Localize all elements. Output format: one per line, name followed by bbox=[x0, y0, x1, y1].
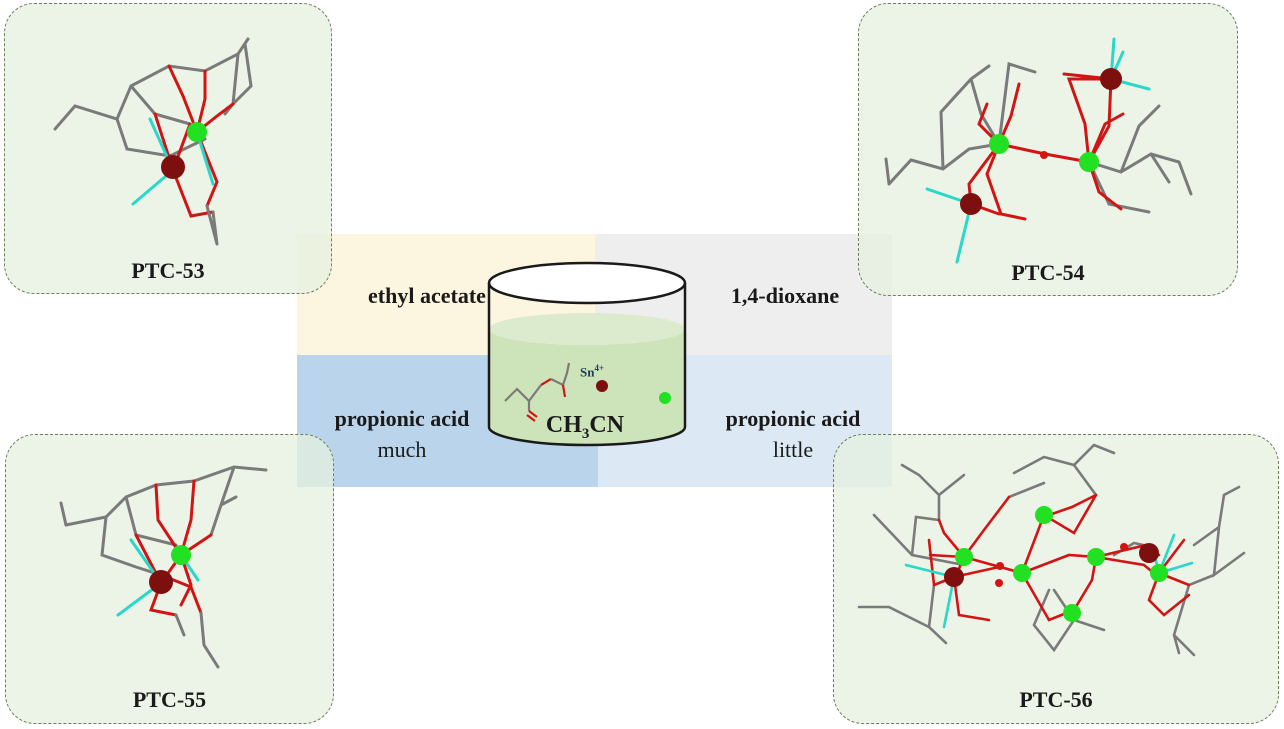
ptc-55-structure-icon bbox=[59, 465, 268, 669]
solution-fill bbox=[489, 329, 685, 445]
ptc-53-panel: PTC-53 bbox=[4, 3, 332, 294]
solvent-label: CH3CN bbox=[545, 412, 625, 442]
ethyl-acetate-label: ethyl acetate bbox=[368, 283, 486, 308]
ptc-56-panel: PTC-56 bbox=[833, 434, 1279, 724]
sn-ion-icon bbox=[596, 380, 608, 392]
sn-ion-label: Sn4+ bbox=[580, 363, 605, 380]
beaker-rim bbox=[487, 261, 687, 305]
beaker-wall bbox=[487, 283, 687, 447]
ptc-56-label: PTC-56 bbox=[1019, 687, 1093, 712]
ptc-55-label: PTC-55 bbox=[132, 687, 207, 712]
ti-ion-icon bbox=[659, 392, 671, 404]
ptc-56-structure-icon bbox=[857, 443, 1246, 657]
ptc-53-structure-icon bbox=[53, 37, 253, 246]
ptc-54-panel: PTC-54 bbox=[858, 3, 1238, 296]
much-label: much bbox=[377, 437, 427, 462]
dioxane-label: 1,4-dioxane bbox=[730, 283, 840, 308]
ptc-54-label: PTC-54 bbox=[1011, 260, 1085, 285]
ptc-54-structure-icon bbox=[884, 37, 1193, 264]
ptc-53-label: PTC-53 bbox=[131, 258, 205, 283]
propionic-acid-little-label: propionic acid bbox=[725, 406, 861, 431]
propionic-acid-much-label: propionic acid bbox=[334, 406, 470, 431]
beaker-icon bbox=[487, 261, 687, 447]
propionic-acid-molecule-icon bbox=[504, 362, 571, 422]
ptc-55-panel: PTC-55 bbox=[5, 434, 334, 724]
solution-surface bbox=[489, 313, 685, 345]
little-label: little bbox=[772, 437, 814, 462]
